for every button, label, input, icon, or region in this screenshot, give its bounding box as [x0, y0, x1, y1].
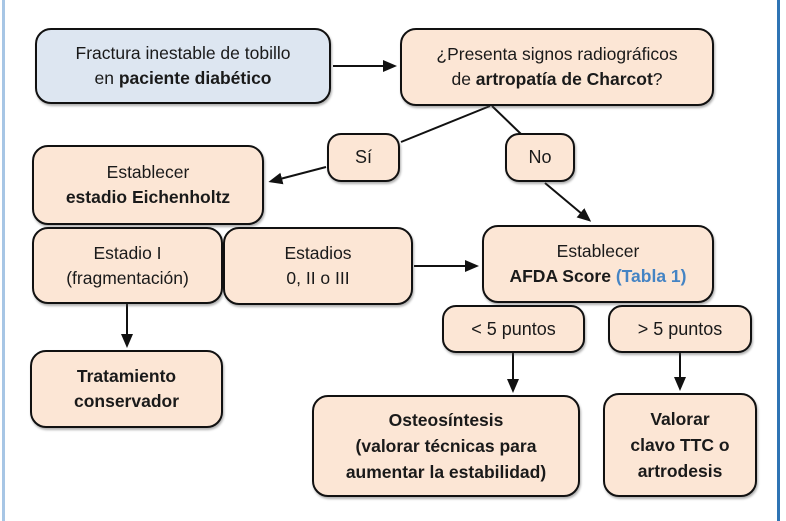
- start-line2-prefix: en: [94, 68, 119, 88]
- osteosintesis-line3: aumentar la estabilidad): [345, 462, 547, 482]
- node-no: No: [505, 133, 575, 182]
- no-label: No: [528, 147, 552, 167]
- left-frame-line: [2, 0, 5, 521]
- question-line2-bold: artropatía de Charcot: [475, 69, 653, 89]
- node-yes: Sí: [327, 133, 400, 182]
- estadio1-line2: (fragmentación): [66, 267, 189, 288]
- estadio1-line1: Estadio I: [93, 242, 162, 263]
- valorar-line3: artrodesis: [637, 461, 723, 481]
- yes-label: Sí: [354, 147, 372, 167]
- node-estadio1: Estadio I (fragmentación): [32, 227, 223, 304]
- eichenholtz-line1: Establecer: [106, 162, 190, 182]
- gt5-label: > 5 puntos: [637, 318, 723, 339]
- node-afda: Establecer AFDA Score (Tabla 1): [482, 225, 714, 303]
- osteosintesis-line1: Osteosíntesis: [388, 410, 504, 430]
- start-line2-bold: paciente diabético: [118, 68, 272, 88]
- right-frame-line: [777, 0, 780, 521]
- start-line1: Fractura inestable de tobillo: [75, 43, 291, 63]
- afda-line1: Establecer: [556, 241, 640, 261]
- line-question-to-yes: [400, 105, 491, 143]
- node-gt5: > 5 puntos: [608, 305, 752, 353]
- node-question: ¿Presenta signos radiográficos de artrop…: [400, 28, 714, 106]
- node-lt5: < 5 puntos: [442, 305, 585, 353]
- valorar-line2: clavo TTC o: [630, 435, 730, 455]
- lt5-label: < 5 puntos: [471, 318, 556, 339]
- arrow-yes-to-eichenholtz: [268, 166, 327, 185]
- estadios023-line2: 0, II o III: [286, 268, 350, 288]
- afda-line2-bold: AFDA Score: [509, 266, 611, 286]
- osteosintesis-line2: (valorar técnicas para: [355, 436, 537, 456]
- node-valorar: Valorar clavo TTC o artrodesis: [603, 393, 757, 497]
- node-conservador: Tratamiento conservador: [30, 350, 223, 428]
- estadios023-line1: Estadios: [284, 243, 352, 263]
- node-osteosintesis: Osteosíntesis (valorar técnicas para aum…: [312, 395, 580, 497]
- tabla-1-link[interactable]: (Tabla 1): [615, 266, 687, 286]
- line-question-to-no: [491, 105, 522, 135]
- node-eichenholtz: Establecer estadio Eichenholtz: [32, 145, 264, 225]
- node-estadios023: Estadios 0, II o III: [223, 227, 413, 305]
- arrow-no-to-afda: [544, 182, 592, 222]
- eichenholtz-line2-bold: estadio Eichenholtz: [65, 187, 231, 207]
- valorar-line1: Valorar: [650, 409, 710, 429]
- question-line1: ¿Presenta signos radiográficos: [436, 44, 678, 64]
- conservador-line1: Tratamiento: [76, 366, 177, 386]
- node-start: Fractura inestable de tobillo en pacient…: [35, 28, 331, 104]
- question-line2-suffix: ?: [652, 69, 663, 89]
- question-line2-prefix: de: [451, 69, 476, 89]
- conservador-line2: conservador: [73, 391, 180, 411]
